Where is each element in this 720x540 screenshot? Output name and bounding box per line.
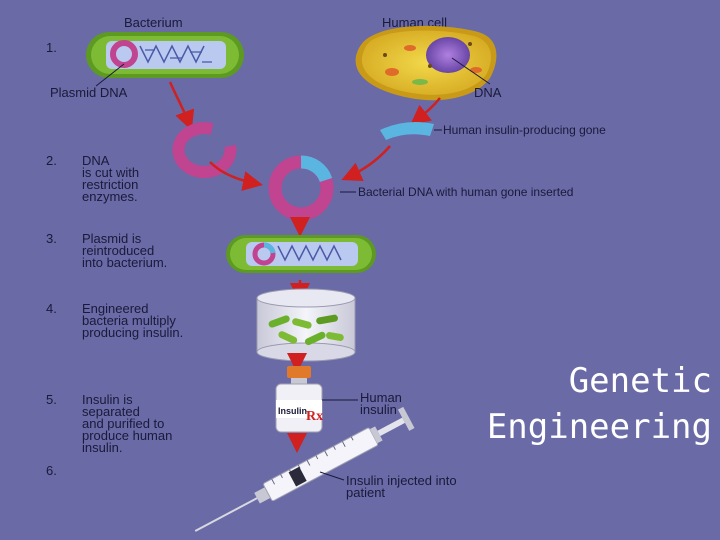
step-2-line: is cut with [82, 165, 139, 180]
bacterium-illustration [86, 32, 244, 78]
step-2-line: restriction [82, 177, 138, 192]
injection-label: Insulin injected into [346, 473, 457, 488]
step-5-line: produce human [82, 428, 172, 443]
step-5-number: 5. [46, 392, 57, 407]
plasmid-ring-icon [110, 40, 138, 68]
step-5-line: and purified to [82, 416, 164, 431]
human-gene-fragment-icon [380, 122, 434, 140]
arrow-to-human-gene [410, 97, 441, 126]
step-1-number: 1. [46, 40, 57, 55]
step-5-line: separated [82, 404, 140, 419]
nucleus-icon [426, 37, 470, 73]
human-insulin-label: Human [360, 390, 402, 405]
step-5-line: Insulin is [82, 392, 133, 407]
step-3-line: Plasmid is [82, 231, 142, 246]
arrow-plasmid-to-recombinant [209, 161, 263, 191]
step-2-line: DNA [82, 153, 110, 168]
arrow-gene-to-recombinant [341, 145, 391, 182]
step-4-number: 4. [46, 301, 57, 316]
title-line: Engineering [486, 407, 712, 447]
bacterium-label: Bacterium [124, 15, 183, 30]
step-5-line: insulin. [82, 440, 122, 455]
culture-beaker-icon [256, 288, 356, 362]
step-4-line: bacteria multiply [82, 313, 176, 328]
human-cell-illustration [355, 25, 497, 101]
slide-title: Genetic Engineering [487, 358, 712, 450]
arrow-to-cut-plasmid [168, 81, 195, 131]
recombinant-plasmid-icon [268, 155, 334, 221]
engineered-bacterium-icon [226, 235, 376, 273]
insulin-vial-icon: Insulin Rx [275, 366, 323, 433]
step-4-line: Engineered [82, 301, 149, 316]
injection-label: patient [346, 485, 385, 500]
dna-label: DNA [474, 85, 502, 100]
step-3-number: 3. [46, 231, 57, 246]
rx-symbol: Rx [306, 409, 323, 424]
human-gene-label: Human insulin-producing gone [443, 123, 606, 137]
bacterial-dna-label: Bacterial DNA with human gone inserted [358, 185, 573, 199]
cut-plasmid-icon [172, 122, 237, 179]
step-3-line: into bacterium. [82, 255, 167, 270]
vial-label: Insulin [278, 406, 307, 416]
step-list: 1. 2. DNA is cut with restriction enzyme… [46, 40, 183, 478]
human-insulin-label: insulin [360, 402, 397, 417]
step-3-line: reintroduced [82, 243, 154, 258]
title-line: Genetic [568, 361, 712, 401]
syringe-icon [194, 406, 415, 532]
step-2-line: enzymes. [82, 189, 138, 204]
plasmid-dna-label: Plasmid DNA [50, 85, 128, 100]
step-2-number: 2. [46, 153, 57, 168]
step-6-number: 6. [46, 463, 57, 478]
step-4-line: producing insulin. [82, 325, 183, 340]
